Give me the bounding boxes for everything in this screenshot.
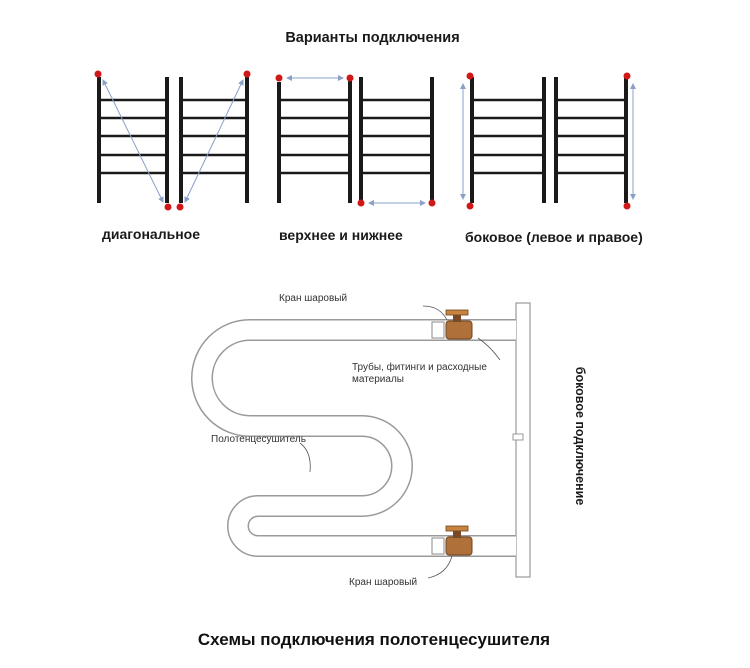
- outlet-dot: [428, 199, 436, 207]
- outlet-dot: [346, 74, 354, 82]
- label-towel-dryer: Полотенцесушитель: [211, 434, 306, 445]
- side-variant: [460, 72, 636, 210]
- diagonal-variant: [94, 70, 251, 211]
- side-connection-label-wrap: боковое подключение: [570, 333, 590, 538]
- inlet-dot: [466, 72, 474, 80]
- leader-valve-bottom: [427, 555, 453, 579]
- caption-side: боковое (левое и правое): [465, 229, 643, 245]
- leader-towel: [299, 442, 311, 473]
- inlet-dot: [94, 70, 102, 78]
- towel-ladder-left: [470, 77, 546, 203]
- outlet-dot: [623, 202, 631, 210]
- pipe-clamp: [512, 433, 524, 441]
- inlet-dot: [243, 70, 251, 78]
- leader-valve-top: [422, 305, 448, 321]
- towel-ladder-right: [359, 77, 434, 203]
- outlet-dot: [466, 202, 474, 210]
- towel-ladder-left: [277, 77, 352, 203]
- ball-valve-bottom: [431, 525, 473, 556]
- towel-ladder-right: [554, 77, 628, 203]
- inlet-dot: [623, 72, 631, 80]
- caption-top-bottom: верхнее и нижнее: [279, 227, 403, 243]
- inlet-dot: [275, 74, 283, 82]
- outlet-dot: [164, 203, 172, 211]
- leader-pipes: [477, 337, 501, 361]
- bottom-title: Схемы подключения полотенцесушителя: [197, 630, 551, 649]
- label-valve-top: Кран шаровый: [279, 293, 348, 304]
- inlet-dot: [357, 199, 365, 207]
- ball-valve-top: [431, 309, 473, 340]
- label-valve-bottom: Кран шаровый: [349, 577, 418, 588]
- installation-scheme: [191, 302, 531, 579]
- page-title: Варианты подключения: [285, 30, 460, 46]
- caption-diagonal: диагональное: [102, 226, 201, 242]
- outlet-dot: [176, 203, 184, 211]
- label-side-connection: боковое подключение: [573, 366, 587, 505]
- top-bottom-variant: [275, 74, 436, 207]
- label-pipes-fittings: Трубы, фитинги и расходные материалы: [352, 362, 487, 385]
